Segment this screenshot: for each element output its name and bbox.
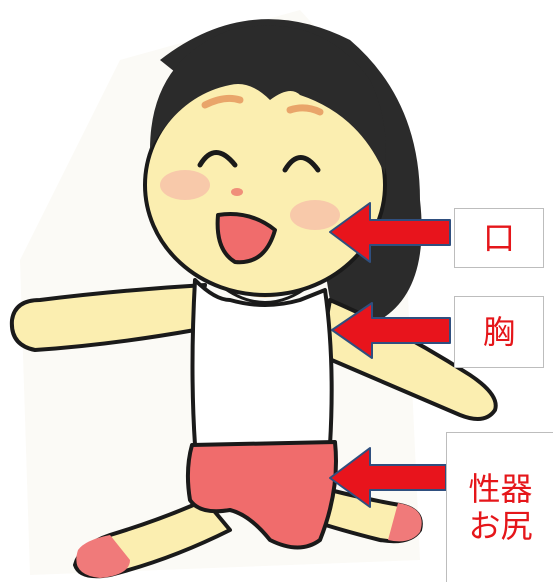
right-eye xyxy=(282,155,321,173)
arrow-left-icon xyxy=(329,202,451,263)
label-genitals-buttocks: 性器 お尻 xyxy=(446,432,553,582)
label-mouth: 口 xyxy=(454,208,544,268)
right-eyebrow xyxy=(286,104,324,116)
right-sock xyxy=(388,503,422,542)
shorts xyxy=(185,440,338,550)
label-chest: 胸 xyxy=(454,296,544,368)
label-buttocks-text: お尻 xyxy=(468,507,533,545)
arrow-left-icon xyxy=(331,302,451,359)
left-eye xyxy=(197,150,238,168)
tank-top xyxy=(190,278,334,447)
mouth xyxy=(215,212,277,265)
hair-bangs xyxy=(150,25,386,175)
left-arm xyxy=(9,283,207,352)
left-eyebrow xyxy=(201,94,244,109)
label-chest-text: 胸 xyxy=(482,312,515,351)
left-cheek xyxy=(160,170,210,200)
left-sock xyxy=(76,535,130,578)
label-mouth-text: 口 xyxy=(482,218,515,257)
label-genitals-text: 性器 xyxy=(468,470,533,509)
right-cheek xyxy=(290,200,340,230)
nose xyxy=(231,188,243,196)
